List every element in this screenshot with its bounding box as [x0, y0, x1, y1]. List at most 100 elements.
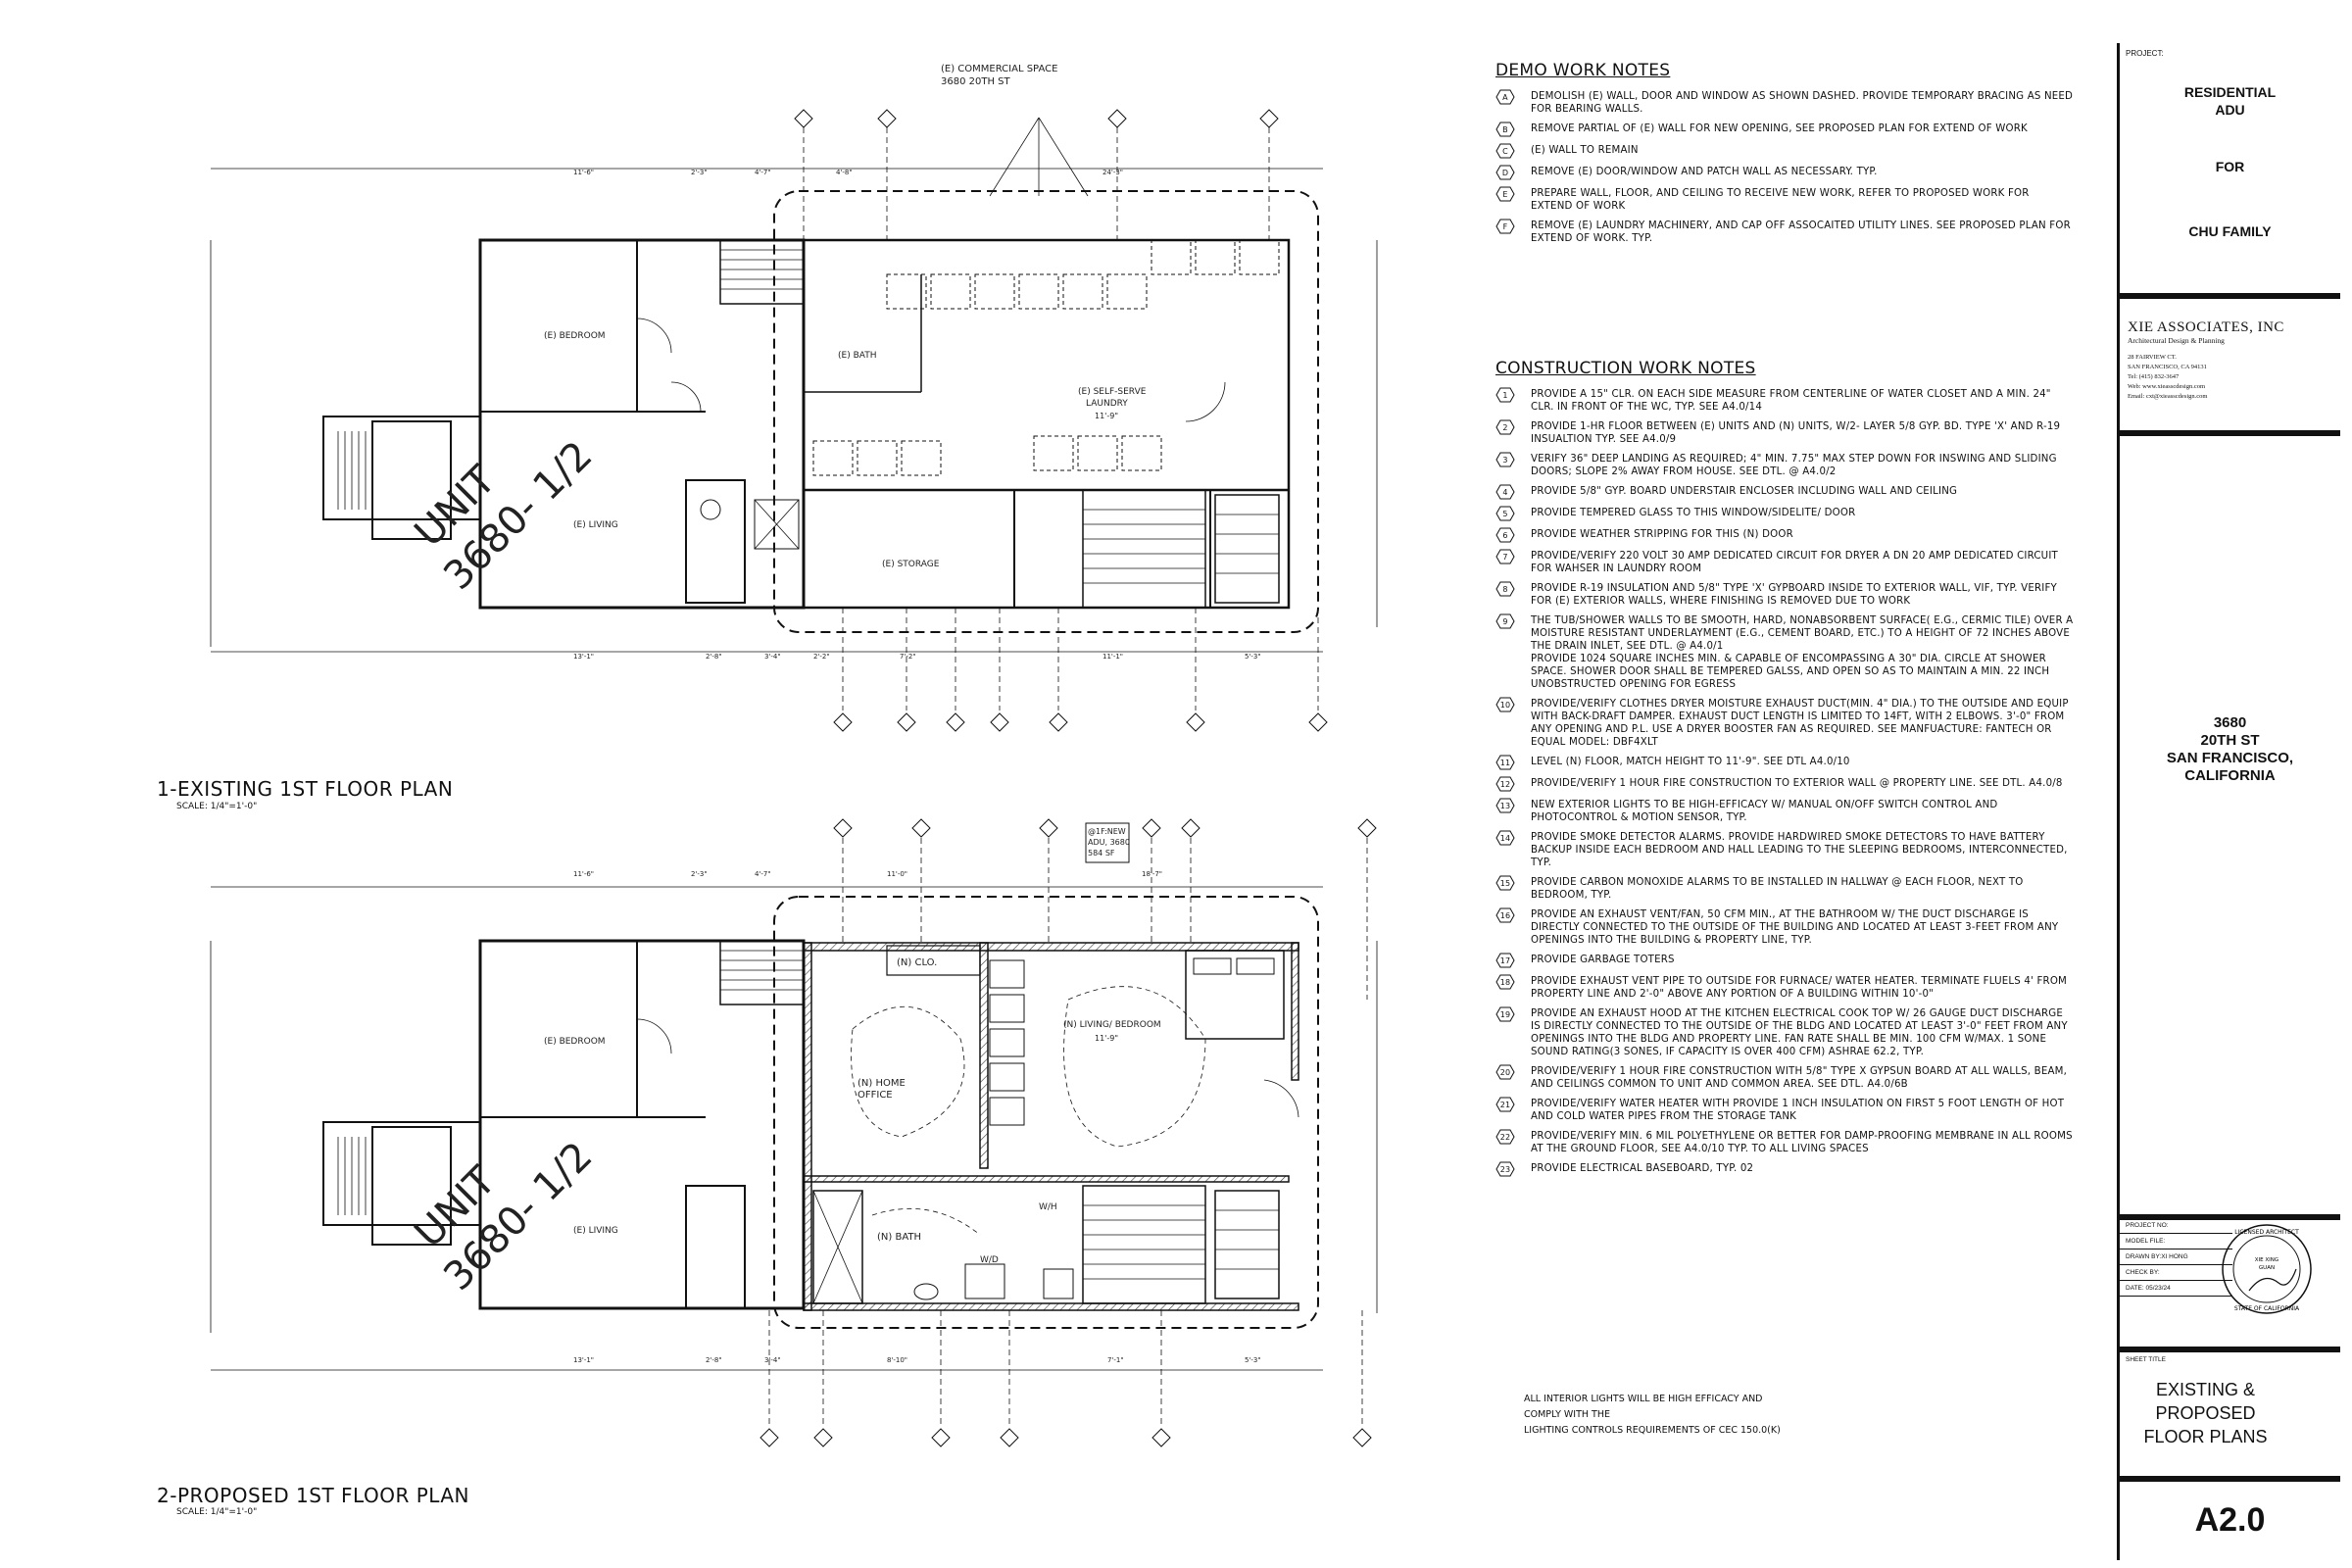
sheet-title-line-1: EXISTING & [2155, 1380, 2256, 1399]
title-block: PROJECT: RESIDENTIAL ADU FOR CHU FAMILY … [2117, 43, 2340, 1560]
note-text: DEMOLISH (E) WALL, DOOR AND WINDOW AS SH… [1531, 91, 2074, 115]
divider [2120, 1249, 2232, 1250]
note-marker-key: 17 [1499, 956, 1511, 965]
project-number: PROJECT NO: [2126, 1222, 2169, 1229]
note-text: PROVIDE/VERIFY CLOTHES DRYER MOISTURE EX… [1531, 699, 2069, 748]
living-bedroom-label: (N) LIVING/ BEDROOM [1063, 1020, 1161, 1030]
note-text: PROVIDE/VERIFY WATER HEATER WITH PROVIDE… [1531, 1099, 2065, 1122]
divider [2120, 1214, 2340, 1220]
drawn-by: DRAWN BY:XI HONG [2126, 1253, 2188, 1260]
note-marker-key: 1 [1502, 391, 1508, 400]
note-text: PROVIDE/VERIFY 1 HOUR FIRE CONSTRUCTION … [1531, 778, 2063, 789]
note-text: PROVIDE/VERIFY 220 VOLT 30 AMP DEDICATED… [1531, 551, 2058, 574]
address-line-3: SAN FRANCISCO, [2166, 750, 2294, 766]
dim-label: 11'-6" [573, 169, 594, 176]
dim-label: 2'-3" [691, 169, 708, 176]
note-marker-key: 6 [1502, 531, 1508, 540]
firm-address-1: 28 FAIRVIEW CT. [2128, 354, 2177, 361]
existing-bath-label: (E) BATH [838, 351, 876, 361]
demo-note-item: A DEMOLISH (E) WALL, DOOR AND WINDOW AS S… [1495, 89, 2074, 116]
note-marker-key: 2 [1502, 423, 1508, 432]
project-name-line-2: ADU [2215, 102, 2245, 118]
construction-notes-list: 1 PROVIDE A 15" CLR. ON EACH SIDE MEASURE… [1495, 387, 2074, 1177]
note-marker-key: 21 [1499, 1101, 1511, 1109]
proposed-plan-scale: SCALE: 1/4"=1'-0" [176, 1507, 258, 1517]
construction-note-item: 7 PROVIDE/VERIFY 220 VOLT 30 AMP DEDICATE… [1495, 549, 2074, 575]
note-marker-icon: B [1495, 122, 1517, 137]
dim-label: 2'-8" [706, 1356, 722, 1364]
note-text: PROVIDE GARBAGE TOTERS [1531, 955, 1675, 965]
dim-label: 7'-2" [900, 653, 916, 661]
note-marker-icon: D [1495, 165, 1517, 180]
dim-label: 13'-1" [573, 653, 594, 661]
note-marker-key: A [1502, 93, 1508, 102]
lighting-note-line-1: ALL INTERIOR LIGHTS WILL BE HIGH EFFICAC… [1524, 1394, 1763, 1404]
dim-label: 11'-1" [1102, 653, 1123, 661]
home-office-label: (N) HOME [858, 1078, 906, 1089]
model-file: MODEL FILE: [2126, 1238, 2166, 1245]
dim-label: 11'-0" [887, 870, 907, 878]
note-marker-key: 10 [1499, 701, 1511, 710]
divider [2120, 1233, 2232, 1234]
adu-tag-line-2: ADU, 3680 [1088, 838, 1130, 847]
construction-note-item: 12 PROVIDE/VERIFY 1 HOUR FIRE CONSTRUCTIO… [1495, 776, 2074, 792]
note-marker-icon: A [1495, 89, 1517, 105]
note-marker-key: E [1502, 190, 1508, 199]
dim-label: 24'-3" [1102, 169, 1123, 176]
note-marker-key: 9 [1502, 617, 1508, 626]
existing-plan-labels: (E) COMMERCIAL SPACE 3680 20TH ST (E) BE… [407, 64, 1261, 661]
closet-label: (N) CLO. [897, 957, 937, 968]
firm-email: Email: cxt@xieasscdesign.com [2128, 393, 2208, 400]
note-text: PROVIDE A 15" CLR. ON EACH SIDE MEASURE … [1531, 389, 2051, 413]
note-marker-icon: 7 [1495, 549, 1517, 564]
construction-note-item: 1 PROVIDE A 15" CLR. ON EACH SIDE MEASURE… [1495, 387, 2074, 414]
divider [2120, 1476, 2340, 1482]
note-text: REMOVE (E) LAUNDRY MACHINERY, AND CAP OF… [1531, 220, 2071, 244]
project-label: PROJECT: [2126, 49, 2164, 58]
note-marker-icon: 23 [1495, 1161, 1517, 1177]
dim-label: 2'-8" [706, 653, 722, 661]
divider [2120, 1296, 2232, 1297]
firm-info: XIE ASSOCIATES, INC Architectural Design… [2128, 319, 2284, 402]
note-text: PROVIDE 5/8" GYP. BOARD UNDERSTAIR ENCLO… [1531, 486, 1958, 497]
construction-note-item: 17 PROVIDE GARBAGE TOTERS [1495, 953, 2074, 968]
note-marker-key: 8 [1502, 585, 1508, 594]
sheet-number: A2.0 [2194, 1501, 2266, 1539]
home-office-label-2: OFFICE [858, 1090, 893, 1101]
for-label: FOR [2215, 159, 2245, 174]
sheet-title-label: SHEET TITLE [2126, 1356, 2166, 1363]
address-line-4: CALIFORNIA [2184, 767, 2276, 784]
stamp-footer: STATE OF CALIFORNIA [2234, 1305, 2300, 1312]
divider [2120, 430, 2340, 436]
note-text: NEW EXTERIOR LIGHTS TO BE HIGH-EFFICACY … [1531, 800, 1998, 823]
existing-floor-plan [210, 109, 1378, 732]
laundry-label-2: LAUNDRY [1086, 399, 1128, 409]
date: DATE: 05/23/24 [2126, 1285, 2171, 1292]
divider [2120, 1347, 2340, 1352]
note-marker-key: 4 [1502, 488, 1508, 497]
stamp-header: LICENSED ARCHITECT [2234, 1229, 2299, 1236]
note-marker-icon: C [1495, 143, 1517, 159]
note-marker-icon: 12 [1495, 776, 1517, 792]
note-marker-key: 20 [1499, 1068, 1511, 1077]
storage-label: (E) STORAGE [882, 560, 940, 569]
stamp-name-2: GUAN [2259, 1265, 2275, 1271]
existing-height-label: 11'-9" [1095, 412, 1118, 420]
washer-dryer-label: W/D [980, 1255, 999, 1265]
firm-tel: Tel: (415) 832-3647 [2128, 373, 2180, 380]
